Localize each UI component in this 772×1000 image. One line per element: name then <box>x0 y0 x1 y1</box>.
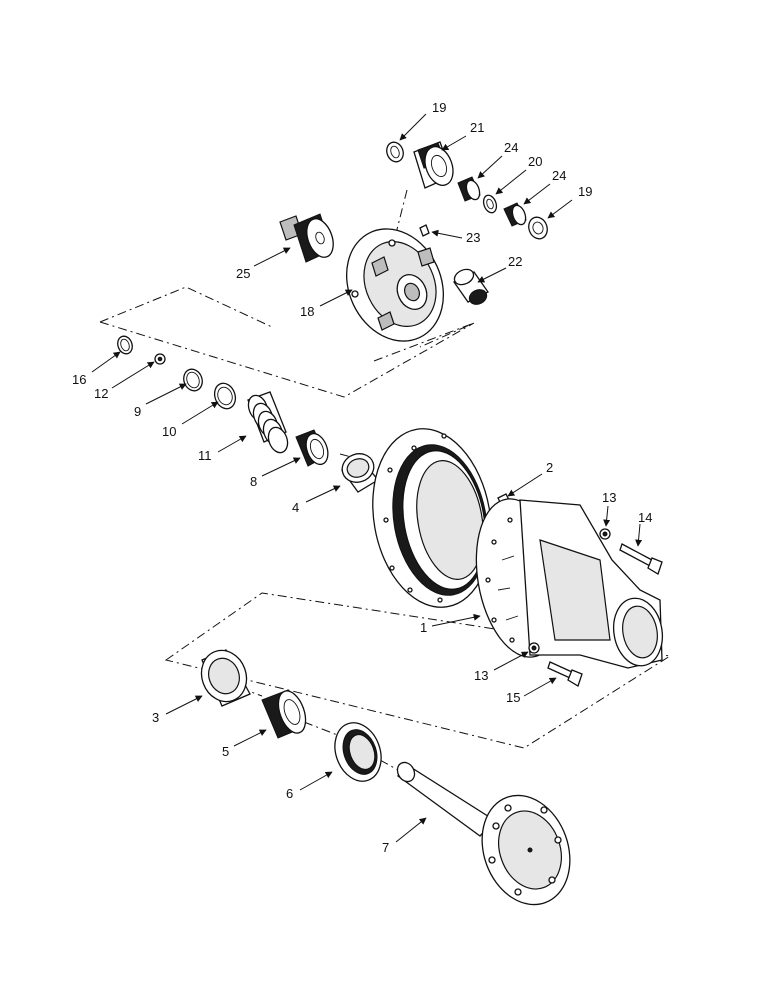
leader-16 <box>91 351 121 373</box>
leader-24b <box>523 183 551 205</box>
washer-19b <box>528 216 548 240</box>
leader-15 <box>523 677 557 697</box>
leader-3 <box>165 695 203 715</box>
washer-13b <box>528 642 540 654</box>
washer-13a <box>599 528 611 540</box>
washer-10 <box>213 382 237 410</box>
leader-14 <box>635 523 643 547</box>
washer-12 <box>154 353 166 365</box>
callout-22: 22 <box>508 254 522 269</box>
leader-1 <box>431 613 481 627</box>
callout-15: 15 <box>506 690 520 705</box>
leader-20 <box>495 169 527 195</box>
callout-10: 10 <box>162 424 176 439</box>
callout-20: 20 <box>528 154 542 169</box>
leader-4 <box>305 485 341 503</box>
callout-13b: 13 <box>474 668 488 683</box>
leader-8 <box>261 457 301 477</box>
planet-gear-21 <box>413 141 454 189</box>
leader-21 <box>441 135 467 151</box>
callout-19b: 19 <box>578 184 592 199</box>
leader-24a <box>477 155 503 179</box>
leader-22 <box>477 267 507 283</box>
bolt-14 <box>619 543 663 575</box>
callout-25: 25 <box>236 266 250 281</box>
needle-bearing-24b <box>503 202 527 227</box>
planet-carrier-18 <box>345 228 445 342</box>
bearing-cup-4 <box>341 453 379 493</box>
callout-7: 7 <box>382 840 389 855</box>
leader-18 <box>319 289 353 307</box>
callout-21: 21 <box>470 120 484 135</box>
callout-14: 14 <box>638 510 652 525</box>
leader-13b <box>493 651 529 671</box>
ring-gear <box>372 428 492 608</box>
callout-24a: 24 <box>504 140 518 155</box>
bearing-cone-5 <box>261 689 307 739</box>
snap-ring-9 <box>183 368 203 392</box>
callout-18: 18 <box>300 304 314 319</box>
upper-group-outline <box>99 286 475 398</box>
leader-10 <box>181 401 219 425</box>
leader-12 <box>111 361 155 389</box>
callout-8: 8 <box>250 474 257 489</box>
snap-ring-16 <box>117 335 133 355</box>
callout-9: 9 <box>134 404 141 419</box>
leader-23 <box>431 229 463 239</box>
callout-13a: 13 <box>602 490 616 505</box>
spring-pack-11 <box>247 391 289 454</box>
leader-13a <box>603 505 611 527</box>
callout-24b: 24 <box>552 168 566 183</box>
bearing-cone-8 <box>295 429 329 467</box>
pin-23 <box>419 224 430 237</box>
callout-19a: 19 <box>432 100 446 115</box>
callout-12: 12 <box>94 386 108 401</box>
lower-group-outline <box>164 592 672 749</box>
spacer-20 <box>482 194 498 214</box>
needle-bearing-24a <box>457 176 481 202</box>
callout-16: 16 <box>72 372 86 387</box>
leader-19a <box>399 113 427 141</box>
axis-line <box>379 759 399 771</box>
axis-line <box>303 721 341 737</box>
sleeve-22 <box>453 268 489 305</box>
callout-3: 3 <box>152 710 159 725</box>
callout-4: 4 <box>292 500 299 515</box>
leader-6 <box>299 771 333 791</box>
callout-5: 5 <box>222 744 229 759</box>
axle-shaft-7 <box>396 761 571 906</box>
callout-2: 2 <box>546 460 553 475</box>
bolt-15 <box>547 661 583 687</box>
leader-25 <box>253 247 291 267</box>
callout-11: 11 <box>198 448 212 463</box>
axle-housing-1 <box>475 498 664 669</box>
callout-1: 1 <box>420 620 427 635</box>
sun-gear-shaft-25 <box>279 213 334 263</box>
leader-2 <box>507 473 543 497</box>
callout-23: 23 <box>466 230 480 245</box>
seal-6 <box>334 722 382 782</box>
leader-5 <box>233 729 267 747</box>
bearing-cup-3 <box>200 649 251 707</box>
washer-19 <box>386 141 404 163</box>
leader-19b <box>547 199 573 219</box>
leader-7 <box>395 817 427 843</box>
leader-11 <box>217 435 247 453</box>
callout-6: 6 <box>286 786 293 801</box>
leader-9 <box>145 383 187 405</box>
